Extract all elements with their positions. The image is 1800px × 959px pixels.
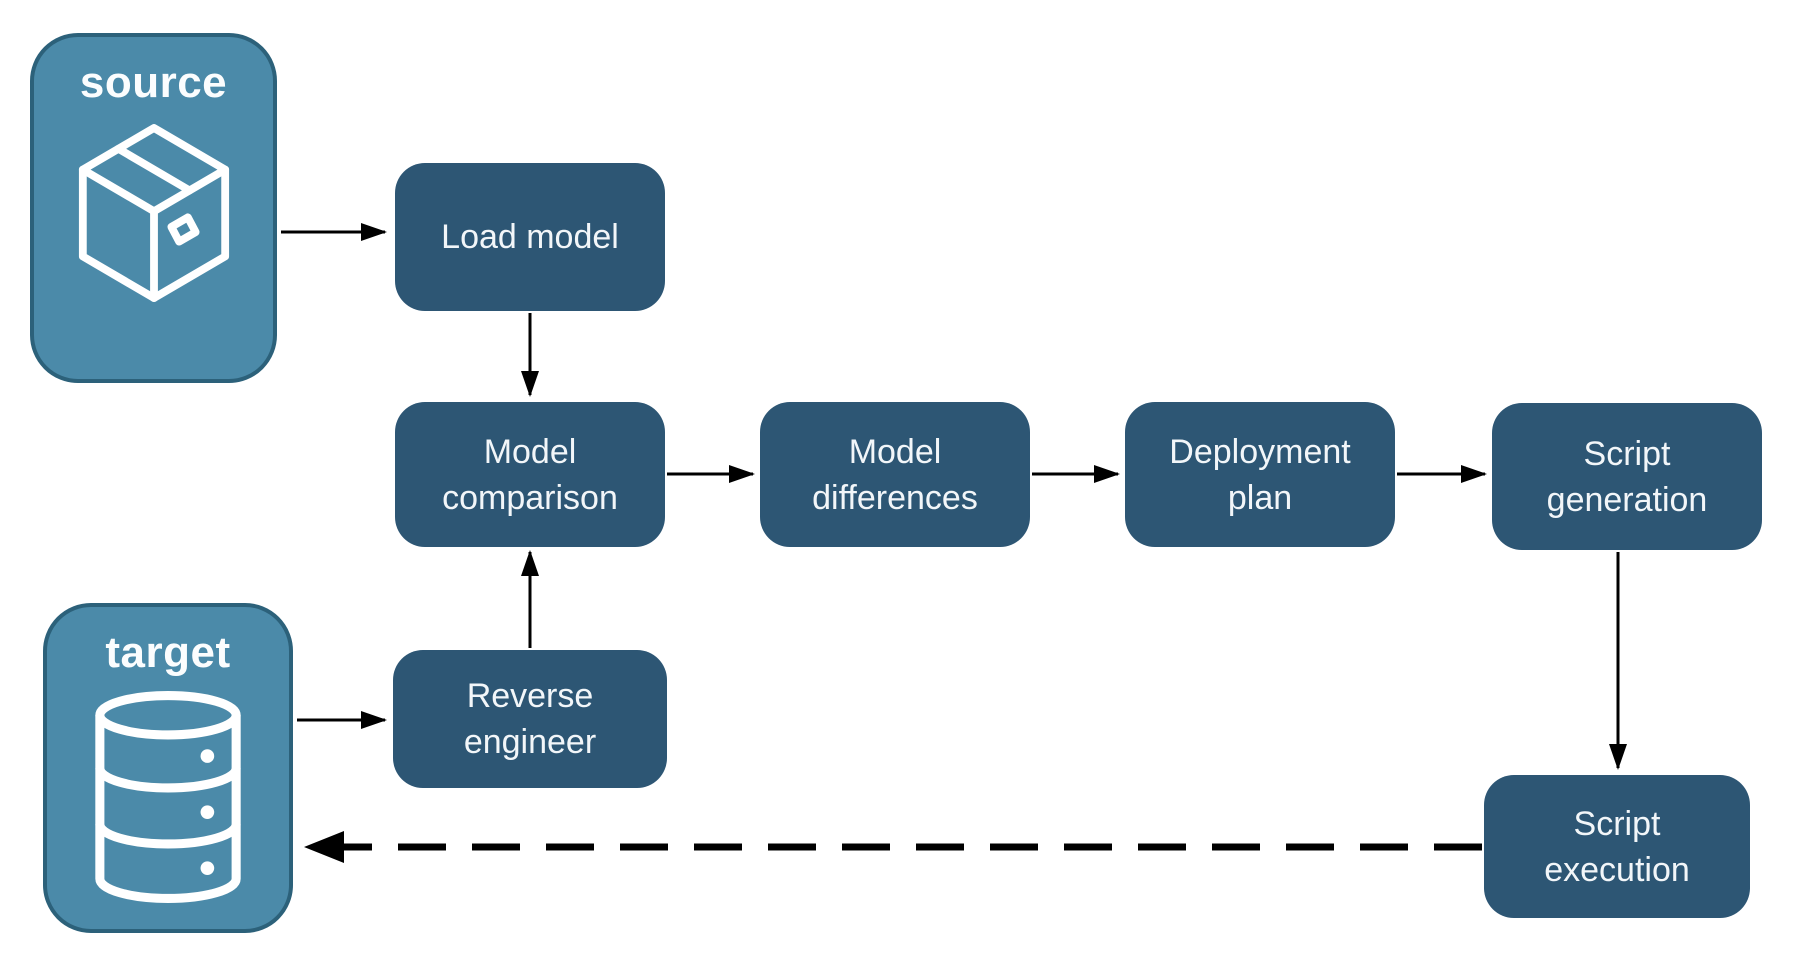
node-reverse-engineer-label: Reverse engineer (463, 677, 597, 761)
target-container: target (43, 603, 293, 933)
node-load-model: Load model (395, 163, 665, 311)
target-label: target (105, 628, 231, 677)
node-model-differences: Model differences (760, 402, 1030, 547)
node-script-generation-label: Script generation (1546, 434, 1708, 519)
node-script-execution-label: Script execution (1544, 804, 1690, 889)
node-script-execution: Script execution (1484, 775, 1750, 918)
node-load-model-label: Load model (441, 218, 619, 256)
node-model-comparison: Model comparison (395, 402, 665, 547)
node-model-comparison-label: Model comparison (442, 432, 618, 517)
source-container: source (30, 33, 277, 383)
package-icon (78, 124, 229, 303)
node-deployment-plan-label: Deployment plan (1169, 432, 1351, 517)
node-model-differences-label: Model differences (812, 432, 978, 517)
node-deployment-plan: Deployment plan (1125, 402, 1395, 547)
source-label: source (79, 58, 228, 107)
node-script-generation: Script generation (1492, 403, 1762, 550)
node-reverse-engineer: Reverse engineer (393, 650, 667, 788)
database-icon (95, 691, 241, 904)
